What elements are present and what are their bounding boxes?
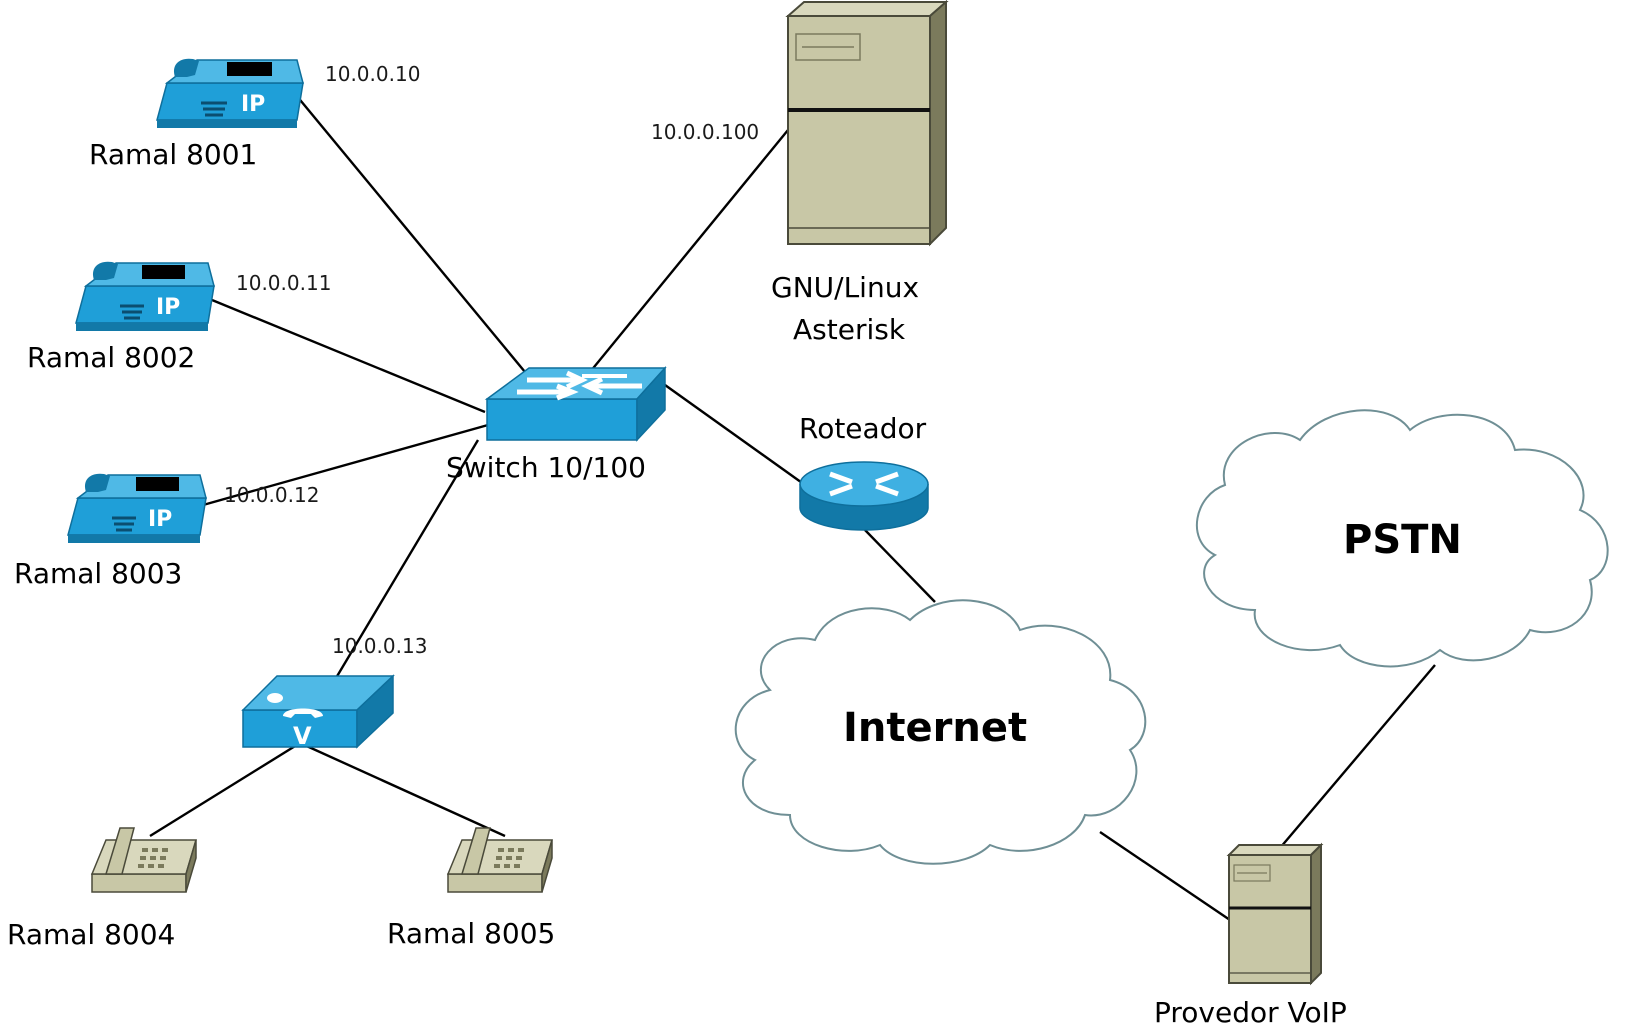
pstn-cloud-icon (1196, 409, 1609, 668)
link-ata-8005 (299, 741, 506, 838)
label-server-line2: Asterisk (793, 313, 906, 346)
connections (149, 94, 1436, 921)
link-8003-switch (202, 423, 489, 507)
label-internet: Internet (843, 705, 1027, 751)
svg-text:IP: IP (148, 507, 172, 532)
svg-text:IP: IP (241, 92, 265, 117)
link-ata-8004 (149, 741, 301, 838)
label-server-line1: GNU/Linux (771, 271, 919, 304)
analog-phone-8004 (90, 827, 198, 893)
label-ramal-8001: Ramal 8001 (89, 138, 257, 171)
link-pstn-provider (1279, 664, 1436, 849)
label-ramal-8003: Ramal 8003 (14, 557, 182, 590)
link-8002-switch (211, 298, 486, 414)
label-ramal-8004: Ramal 8004 (7, 918, 175, 951)
switch-icon (484, 366, 667, 442)
label-ramal-8005: Ramal 8005 (387, 917, 555, 950)
link-internet-provider (1099, 831, 1231, 921)
ip-label-8001: 10.0.0.10 (325, 62, 420, 86)
provider-server-icon (1226, 842, 1324, 986)
link-server-switch (589, 129, 789, 373)
analog-phone-8005 (446, 827, 554, 893)
label-ramal-8002: Ramal 8002 (27, 341, 195, 374)
link-switch-router (664, 384, 813, 491)
svg-text:V: V (293, 722, 312, 750)
ata-voice-gateway-icon: V (241, 674, 395, 750)
label-switch: Switch 10/100 (446, 451, 646, 484)
ip-label-server: 10.0.0.100 (651, 120, 759, 144)
link-router-internet (864, 529, 936, 603)
ip-label-ata: 10.0.0.13 (332, 634, 427, 658)
internet-cloud-icon (734, 599, 1147, 865)
ip-phone-8003: IP (67, 473, 207, 543)
label-provider: Provedor VoIP (1154, 996, 1347, 1029)
link-ata-switch (334, 439, 480, 679)
ip-phone-8001: IP (156, 58, 304, 128)
svg-text:IP: IP (156, 295, 180, 320)
ip-label-8002: 10.0.0.11 (236, 271, 331, 295)
label-pstn: PSTN (1343, 517, 1462, 563)
link-8001-switch (295, 94, 526, 373)
ip-label-8003: 10.0.0.12 (224, 483, 319, 507)
ip-phone-8002: IP (75, 261, 215, 331)
label-router: Roteador (799, 412, 927, 445)
router-icon (799, 461, 929, 531)
server-asterisk-icon (785, 0, 949, 247)
